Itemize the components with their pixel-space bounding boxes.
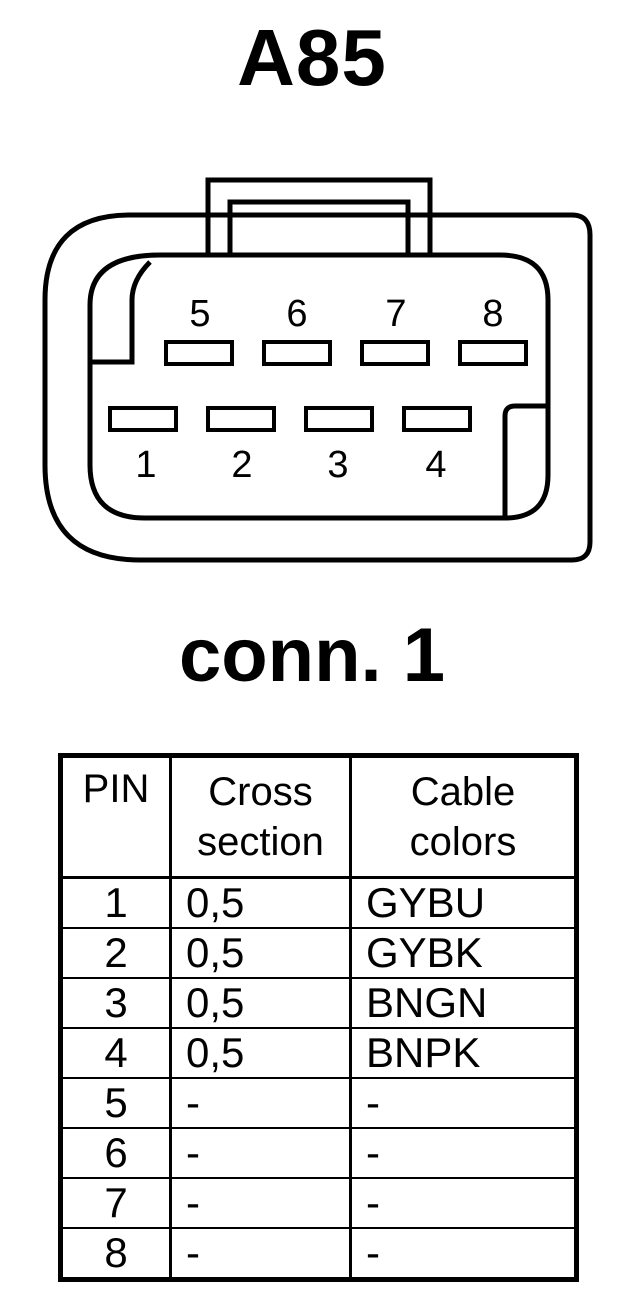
pin-contact-3 <box>304 406 374 432</box>
pin-label-1: 1 <box>135 444 156 486</box>
table-row: 4 0,5 BNPK <box>59 1028 578 1079</box>
pin-cell: 5 <box>59 1078 172 1129</box>
cross-section-cell: 0,5 <box>169 877 352 929</box>
cross-section-cell: 0,5 <box>169 1028 352 1079</box>
table-row: 7 - - <box>59 1178 578 1229</box>
connector-key-left <box>92 260 152 365</box>
cross-section-cell: 0,5 <box>169 978 352 1029</box>
cable-color-cell: GYBU <box>349 877 578 929</box>
table-row: 5 - - <box>59 1078 578 1129</box>
pin-label-2: 2 <box>231 444 252 486</box>
cable-color-cell: - <box>349 1128 578 1179</box>
cable-color-cell: GYBK <box>349 928 578 979</box>
table-row: 3 0,5 BNGN <box>59 978 578 1029</box>
connector-latch <box>205 177 433 255</box>
pin-contact-8 <box>458 340 528 366</box>
cross-section-cell: - <box>169 1228 352 1281</box>
component-title: A85 <box>237 13 387 102</box>
header-pin: PIN <box>59 755 172 879</box>
cross-section-cell: - <box>169 1128 352 1179</box>
pin-label-3: 3 <box>327 444 348 486</box>
table-row: 6 - - <box>59 1128 578 1179</box>
connector-diagram: 5 6 7 8 1 2 3 4 <box>42 177 593 563</box>
pin-label-6: 6 <box>286 293 307 335</box>
cable-color-cell: - <box>349 1178 578 1229</box>
table-row: 8 - - <box>59 1228 578 1281</box>
pin-cell: 4 <box>59 1028 172 1079</box>
pin-label-8: 8 <box>482 293 503 335</box>
connector-cavity <box>87 252 551 521</box>
pin-label-5: 5 <box>189 293 210 335</box>
connector-latch-inner <box>227 199 411 255</box>
cable-color-cell: BNPK <box>349 1028 578 1079</box>
table-row: 2 0,5 GYBK <box>59 928 578 979</box>
cable-color-cell: - <box>349 1078 578 1129</box>
cross-section-cell: - <box>169 1178 352 1229</box>
cable-color-cell: BNGN <box>349 978 578 1029</box>
pin-cell: 3 <box>59 978 172 1029</box>
cross-section-cell: - <box>169 1078 352 1129</box>
pin-cell: 2 <box>59 928 172 979</box>
connector-title: conn. 1 <box>178 613 446 698</box>
cable-color-cell: - <box>349 1228 578 1281</box>
pin-cell: 1 <box>59 877 172 929</box>
pin-contact-4 <box>402 406 472 432</box>
pin-cell: 8 <box>59 1228 172 1281</box>
connector-housing-outer <box>42 212 593 563</box>
pin-label-7: 7 <box>385 293 406 335</box>
pin-cell: 6 <box>59 1128 172 1179</box>
pin-contact-1 <box>108 406 178 432</box>
pin-contact-6 <box>262 340 332 366</box>
table-row: 1 0,5 GYBU <box>59 877 578 929</box>
pin-label-4: 4 <box>425 444 446 486</box>
cross-section-cell: 0,5 <box>169 928 352 979</box>
pin-cell: 7 <box>59 1178 172 1229</box>
pin-contact-7 <box>360 340 430 366</box>
pin-contact-5 <box>164 340 234 366</box>
connector-key-right <box>502 403 548 516</box>
pin-contact-2 <box>206 406 276 432</box>
